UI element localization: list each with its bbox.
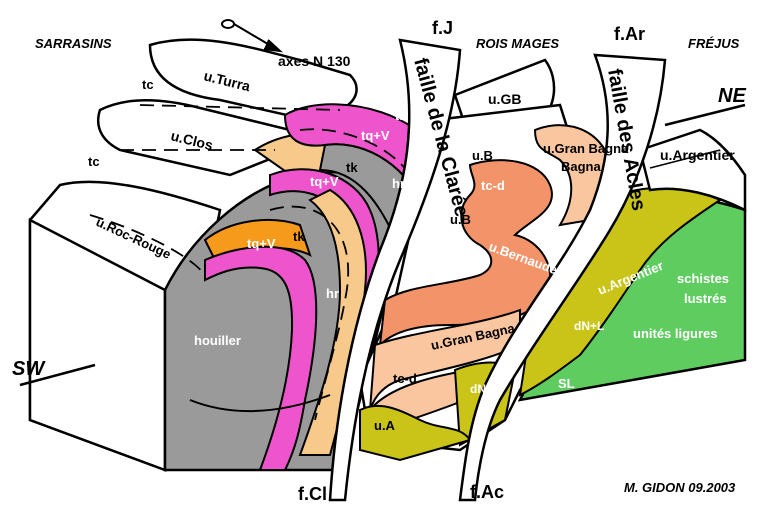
ne-line	[664, 103, 746, 127]
unit-bagna-line2: Bagna	[561, 159, 602, 174]
litho-tc2: tc	[88, 154, 100, 169]
fault-fcl-label: f.Cl	[298, 484, 327, 504]
salmon-bernaude	[378, 159, 553, 348]
fault-fj-label: f.J	[432, 18, 453, 38]
axes-arrow	[221, 19, 283, 53]
litho-tqv1: tq+V	[361, 128, 390, 143]
unit-argentier-top: u.Argentier	[660, 147, 735, 163]
credit: M. GIDON 09.2003	[624, 480, 736, 495]
unit-b1: u.B	[472, 148, 493, 163]
litho-lustres: lustrés	[684, 291, 727, 306]
unit-ua: u.A	[374, 418, 396, 433]
litho-schistes: schistes	[677, 271, 729, 286]
orientation-ne: NE	[718, 85, 746, 107]
middle-orange-arc	[298, 188, 367, 456]
litho-sl: SL	[558, 376, 575, 391]
fault-claree-blade	[328, 38, 462, 502]
litho-tqv2: tq+V	[310, 174, 339, 189]
litho-houiller: houiller	[194, 333, 241, 348]
litho-tc1: tc	[142, 77, 154, 92]
region-frejus: FRÉJUS	[688, 36, 740, 51]
litho-tqv3: tq+V	[247, 236, 276, 251]
fault-acles-blade	[458, 53, 667, 502]
fault-fac-label: f.Ac	[470, 482, 504, 502]
litho-tk1: tk	[395, 108, 407, 123]
litho-tk3: tk	[293, 229, 305, 244]
lower-contact	[189, 394, 331, 413]
region-rois-mages: ROIS MAGES	[476, 36, 559, 51]
litho-ligures: unités ligures	[633, 326, 718, 341]
fault-far-label: f.Ar	[614, 24, 645, 44]
axes-label: axes N 130	[278, 53, 351, 69]
litho-hr1: hr	[392, 176, 405, 191]
dashed-contacts	[89, 104, 411, 421]
litho-dnl2: dN+L	[574, 319, 604, 333]
unit-gb: u.GB	[488, 91, 521, 107]
litho-tcd2: tc-d	[393, 371, 417, 386]
litho-tcd1: tc-d	[481, 178, 505, 193]
unit-b2: u.B	[450, 212, 471, 227]
peach-gran-bagna-bottom	[369, 308, 521, 411]
argentier-leader	[649, 149, 721, 169]
region-sarrasins: SARRASINS	[35, 36, 112, 51]
left-block	[28, 38, 358, 472]
litho-tk2: tk	[346, 160, 358, 175]
inner-pink-arc	[204, 245, 318, 471]
turra-slab	[148, 38, 358, 120]
sw-line	[19, 363, 96, 387]
litho-dnl1: dN+L	[470, 382, 500, 396]
orientation-sw: SW	[12, 358, 46, 380]
litho-hr2: hr	[326, 286, 339, 301]
unit-gran-bagna-top: u.Gran Bagna	[543, 141, 629, 156]
